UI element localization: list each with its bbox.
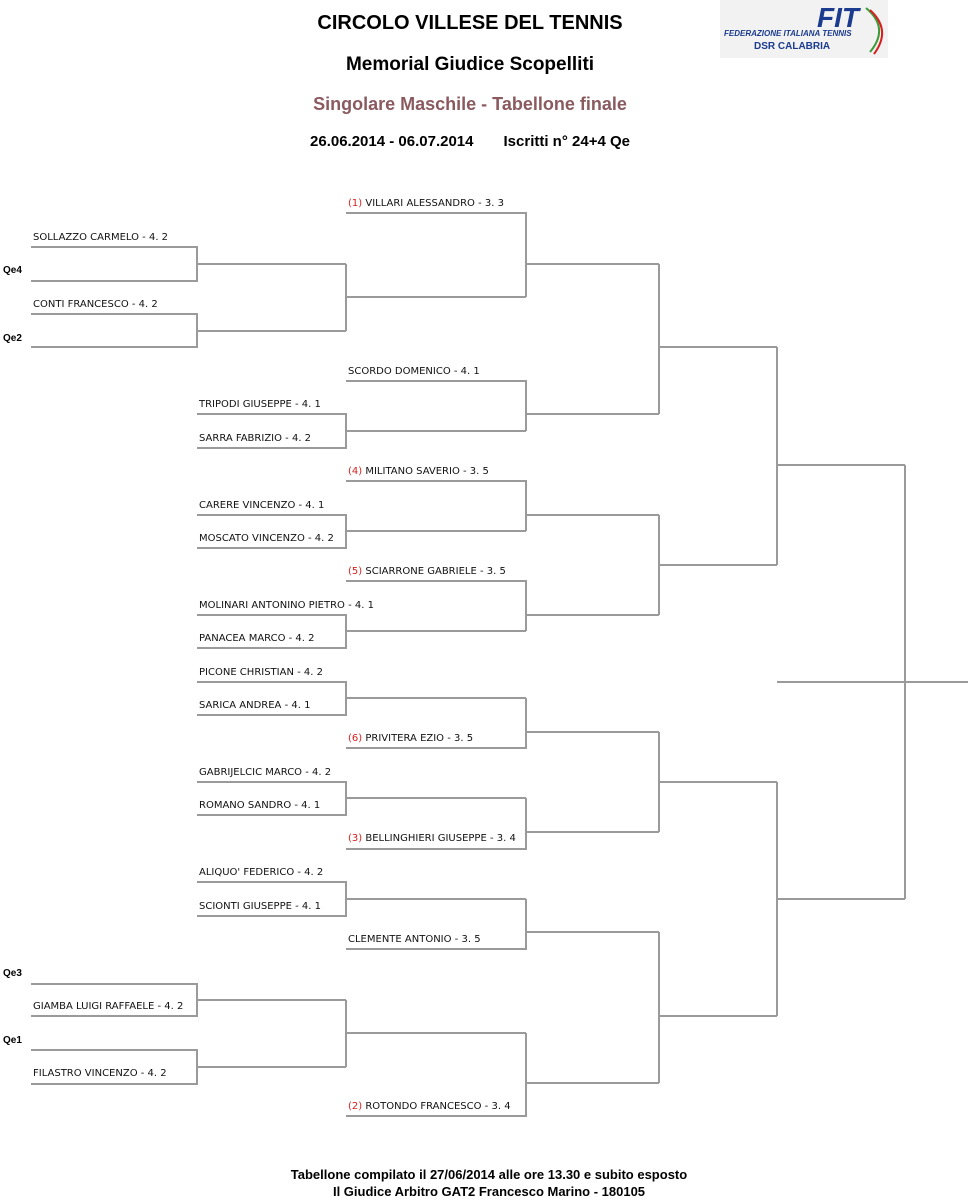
player-name: SARRA FABRIZIO - 4. 2: [199, 433, 312, 444]
seed-number: (2): [348, 1101, 363, 1112]
tournament-title: CIRCOLO VILLESE DEL TENNIS: [317, 12, 623, 34]
logo-line2-text: DSR CALABRIA: [754, 41, 830, 52]
logo-main-text: FIT: [817, 2, 862, 33]
player-entry: GABRIJELCIC MARCO - 4. 2: [199, 767, 331, 779]
fit-logo: FIT FEDERAZIONE ITALIANA TENNIS DSR CALA…: [720, 0, 888, 58]
entries-count: Iscritti n° 24+4 Qe: [503, 133, 630, 150]
player-name: GABRIJELCIC MARCO - 4. 2: [199, 767, 332, 778]
bracket-connector: [346, 380, 527, 431]
dates-line: 26.06.2014 - 06.07.2014 Iscritti n° 24+4 …: [0, 133, 940, 150]
player-name: MOSCATO VINCENZO - 4. 2: [199, 533, 334, 544]
player-entry: (3) BELLINGHIERI GIUSEPPE - 3. 4: [348, 833, 516, 845]
player-entry: ROMANO SANDRO - 4. 1: [199, 800, 320, 812]
player-entry: (4) MILITANO SAVERIO - 3. 5: [348, 466, 489, 478]
player-name: CARERE VINCENZO - 4. 1: [199, 500, 325, 511]
seed-number: (4): [348, 466, 363, 477]
player-name: PANACEA MARCO - 4. 2: [199, 633, 315, 644]
player-name: CLEMENTE ANTONIO - 3. 5: [348, 934, 481, 945]
player-name: ALIQUO' FEDERICO - 4. 2: [199, 867, 324, 878]
player-entry: (1) VILLARI ALESSANDRO - 3. 3: [348, 198, 504, 210]
tournament-subtitle: Memorial Giudice Scopelliti: [345, 54, 595, 75]
player-entry: GIAMBA LUIGI RAFFAELE - 4. 2: [33, 1001, 183, 1013]
footer-compiled-note: Tabellone compilato il 27/06/2014 alle o…: [290, 1167, 688, 1182]
player-name: VILLARI ALESSANDRO - 3. 3: [365, 198, 504, 209]
seed-number: (6): [348, 733, 363, 744]
player-name: SOLLAZZO CARMELO - 4. 2: [33, 232, 169, 243]
player-entry: SARICA ANDREA - 4. 1: [199, 700, 310, 712]
player-entry: MOSCATO VINCENZO - 4. 2: [199, 533, 334, 545]
player-entry: PICONE CHRISTIAN - 4. 2: [199, 667, 323, 679]
player-name: GIAMBA LUIGI RAFFAELE - 4. 2: [33, 1001, 184, 1012]
player-entry: SARRA FABRIZIO - 4. 2: [199, 433, 311, 445]
bracket-connector: [346, 480, 527, 531]
logo-line1-text: FEDERAZIONE ITALIANA TENNIS: [724, 29, 852, 38]
player-name: SCORDO DOMENICO - 4. 1: [348, 366, 480, 377]
player-name: FILASTRO VINCENZO - 4. 2: [33, 1068, 167, 1079]
player-entry: (5) SCIARRONE GABRIELE - 3. 5: [348, 566, 506, 578]
bracket-connector: [346, 212, 527, 297]
logo-swoosh-icon: [869, 9, 883, 55]
footer-referee: Il Giudice Arbitro GAT2 Francesco Marino…: [332, 1184, 646, 1199]
player-name: MILITANO SAVERIO - 3. 5: [365, 466, 489, 477]
seed-number: (5): [348, 566, 363, 577]
player-name: SCIARRONE GABRIELE - 3. 5: [365, 566, 506, 577]
bracket-connector: [346, 899, 527, 950]
player-name: PICONE CHRISTIAN - 4. 2: [199, 667, 323, 678]
player-entry: (2) ROTONDO FRANCESCO - 3. 4: [348, 1101, 511, 1113]
player-name: MOLINARI ANTONINO PIETRO - 4. 1: [199, 600, 374, 611]
bracket-connector: [346, 798, 527, 850]
qualifier-label: Qe4: [3, 265, 22, 276]
player-name: PRIVITERA EZIO - 3. 5: [365, 733, 474, 744]
seed-number: (1): [348, 198, 363, 209]
player-entry: MOLINARI ANTONINO PIETRO - 4. 1: [199, 600, 374, 612]
player-entry: ALIQUO' FEDERICO - 4. 2: [199, 867, 323, 879]
tournament-dates: 26.06.2014 - 06.07.2014: [310, 133, 474, 150]
player-entry: (6) PRIVITERA EZIO - 3. 5: [348, 733, 473, 745]
player-entry: FILASTRO VINCENZO - 4. 2: [33, 1068, 167, 1080]
player-name: SARICA ANDREA - 4. 1: [199, 700, 311, 711]
player-name: CONTI FRANCESCO - 4. 2: [33, 299, 158, 310]
logo-swoosh-icon: [865, 7, 880, 53]
player-entry: CLEMENTE ANTONIO - 3. 5: [348, 934, 481, 946]
qualifier-label: Qe3: [3, 968, 22, 979]
bracket-connector: [346, 1033, 527, 1117]
player-entry: TRIPODI GIUSEPPE - 4. 1: [199, 399, 321, 411]
player-entry: SCIONTI GIUSEPPE - 4. 1: [199, 901, 321, 913]
player-entry: SOLLAZZO CARMELO - 4. 2: [33, 232, 168, 244]
qualifier-label: Qe1: [3, 1035, 22, 1046]
player-name: ROMANO SANDRO - 4. 1: [199, 800, 321, 811]
bracket-connector: [31, 313, 198, 348]
player-entry: CONTI FRANCESCO - 4. 2: [33, 299, 158, 311]
player-name: TRIPODI GIUSEPPE - 4. 1: [199, 399, 321, 410]
player-name: BELLINGHIERI GIUSEPPE - 3. 4: [365, 833, 516, 844]
bracket-connector: [31, 246, 198, 282]
seed-number: (3): [348, 833, 363, 844]
bracket-connector: [346, 698, 527, 749]
player-entry: CARERE VINCENZO - 4. 1: [199, 500, 324, 512]
player-entry: PANACEA MARCO - 4. 2: [199, 633, 315, 645]
player-entry: SCORDO DOMENICO - 4. 1: [348, 366, 480, 378]
qualifier-label: Qe2: [3, 333, 22, 344]
player-name: SCIONTI GIUSEPPE - 4. 1: [199, 901, 321, 912]
event-title: Singolare Maschile - Tabellone finale: [313, 94, 627, 114]
player-name: ROTONDO FRANCESCO - 3. 4: [365, 1101, 511, 1112]
